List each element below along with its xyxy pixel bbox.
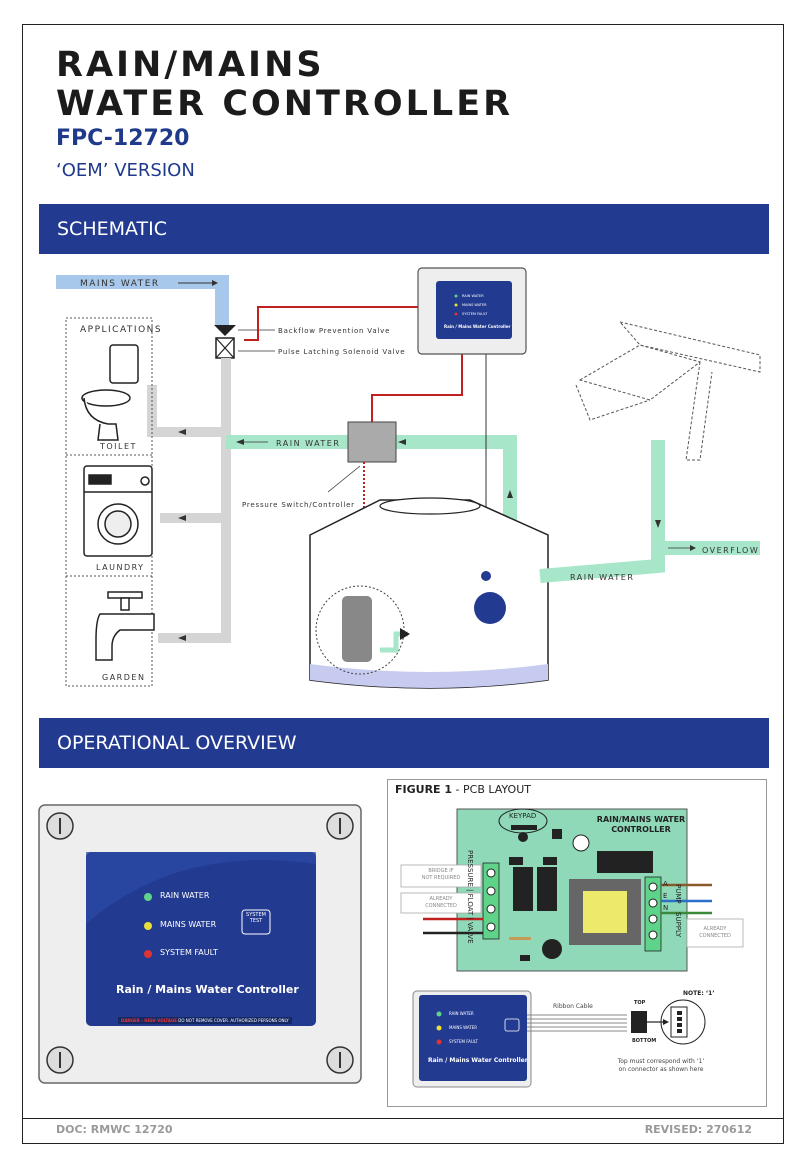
right-terminal-letters: A E N	[663, 878, 668, 914]
mains-pipe	[56, 275, 229, 325]
garden-tap-icon	[95, 591, 155, 661]
rain-water-pipe	[236, 435, 517, 545]
garden-label: GARDEN	[102, 673, 145, 682]
figure-label: FIGURE 1	[395, 783, 453, 796]
connector-caption: Top must correspond with ‘1’ on connecto…	[596, 1058, 726, 1074]
panel-name: Rain / Mains Water Controller	[116, 983, 299, 996]
figure-box	[387, 779, 767, 1107]
section-schematic-header: SCHEMATIC	[39, 204, 769, 254]
mini-mains-label: MAINS WATER	[462, 303, 487, 307]
top-label: TOP	[634, 1000, 646, 1006]
switch-wire	[371, 352, 463, 422]
float-label: FLOAT	[466, 893, 474, 916]
roof-gutter-icon	[575, 321, 761, 461]
controller-panel	[38, 804, 362, 1084]
mains-water-label: MAINS WATER	[80, 279, 160, 289]
figure-title: FIGURE 1 - PCB LAYOUT	[395, 783, 531, 796]
already-left-line-1: ALREADY	[429, 896, 453, 902]
float-switch-icon	[474, 592, 506, 624]
panel-warning-strip: DANGER - HIGH VOLTAGE DO NOT REMOVE COVE…	[118, 1017, 292, 1024]
backflow-label: Backflow Prevention Valve	[278, 327, 390, 335]
screw-icon	[46, 812, 354, 1074]
distribution-pipe	[158, 358, 231, 643]
revision-date: REVISED: 270612	[644, 1123, 752, 1136]
already-connected-left: ALREADY CONNECTED	[401, 896, 481, 910]
version-label: ‘OEM’ VERSION	[56, 160, 195, 181]
backflow-valve-icon	[214, 325, 236, 336]
already-left-line-2: CONNECTED	[425, 903, 457, 909]
already-right-line-2: CONNECTED	[699, 933, 731, 939]
small-panel-rain: RAIN WATER	[449, 1011, 474, 1016]
ribbon-cable	[527, 1014, 627, 1032]
rain-water-left-label: RAIN WATER	[276, 439, 340, 448]
pump-zoom-circle	[315, 585, 405, 675]
terminal-a: A	[663, 880, 668, 888]
overflow-pipe	[539, 440, 665, 583]
mini-rain-label: RAIN WATER	[462, 294, 484, 298]
bridge-line-2: NOT REQUIRED	[421, 875, 461, 881]
board-title: RAIN/MAINS WATER CONTROLLER	[586, 815, 696, 835]
page-title: RAIN/MAINS WATER CONTROLLER	[56, 46, 513, 124]
laundry-label: LAUNDRY	[96, 563, 145, 572]
terminal-block-left	[482, 862, 500, 940]
panel-fault-label: SYSTEM FAULT	[160, 948, 218, 957]
toilet-label: TOILET	[99, 442, 137, 451]
pcb-diagram	[400, 808, 744, 1088]
mini-fault-label: SYSTEM FAULT	[462, 312, 488, 316]
danger-label: DANGER - HIGH VOLTAGE	[121, 1018, 178, 1023]
check-valve-icon	[400, 628, 410, 640]
applications-label: APPLICATIONS	[80, 325, 162, 335]
rain-water-right-label: RAIN WATER	[570, 573, 634, 582]
pressure-label: PRESSURE	[466, 850, 474, 887]
pressure-switch-label: Pressure Switch/Controller	[242, 501, 355, 509]
valve-label: VALVE	[466, 922, 474, 944]
ribbon-cable-label: Ribbon Cable	[553, 1003, 593, 1010]
mini-panel-name: Rain / Mains Water Controller	[444, 324, 510, 329]
pump-label: PUMP	[674, 884, 682, 904]
terminal-e: E	[663, 892, 668, 900]
already-connected-right: ALREADY CONNECTED	[687, 926, 743, 940]
system-test-button[interactable]: SYSTEM TEST	[242, 912, 270, 924]
board-title-line-1: RAIN/MAINS WATER	[596, 815, 686, 824]
figure-subtitle: - PCB LAYOUT	[452, 783, 531, 796]
warning-label: DO NOT REMOVE COVER. AUTHORIZED PERSONS …	[178, 1018, 289, 1023]
toilet-icon	[81, 344, 139, 441]
terminal-block-right	[644, 876, 662, 952]
system-test-line-1: SYSTEM	[246, 912, 266, 918]
keypad-connector	[511, 825, 537, 830]
title-line-2: WATER CONTROLLER	[56, 84, 514, 124]
panel-mains-label: MAINS WATER	[160, 920, 217, 929]
small-panel-mains: MAINS WATER	[449, 1025, 478, 1030]
panel-rain-label: RAIN WATER	[160, 891, 210, 900]
pressure-switch-icon	[347, 421, 397, 463]
model-number: FPC-12720	[56, 126, 190, 151]
page-frame	[22, 24, 784, 1144]
left-terminal-labels: PRESSURE | FLOAT | VALVE	[466, 850, 474, 944]
caption-line-1: Top must correspond with ‘1’	[617, 1058, 705, 1065]
bottom-label: BOTTOM	[632, 1038, 657, 1044]
system-test-line-2: TEST	[249, 918, 263, 924]
supply-label: SUPPLY	[674, 912, 682, 938]
controller-box-icon	[417, 267, 527, 355]
footer-rule	[22, 1118, 784, 1144]
submersible-pump-icon	[342, 596, 372, 662]
keypad-label: KEYPAD	[509, 812, 537, 820]
board-title-line-2: CONTROLLER	[611, 825, 671, 834]
solenoid-label: Pulse Latching Solenoid Valve	[278, 348, 405, 356]
washing-machine-icon	[83, 465, 153, 557]
valve-wire	[244, 306, 420, 341]
small-panel-fault: SYSTEM FAULT	[449, 1039, 478, 1044]
section-overview-header: OPERATIONAL OVERVIEW	[39, 718, 769, 768]
bridge-line-1: BRIDGE IF	[428, 868, 454, 874]
already-right-line-1: ALREADY	[703, 926, 727, 932]
note-label: NOTE: ‘1’	[683, 990, 715, 997]
overflow-label: OVERFLOW	[702, 546, 759, 555]
small-panel-name: Rain / Mains Water Controller	[428, 1057, 528, 1064]
bridge-note: BRIDGE IF NOT REQUIRED	[401, 868, 481, 882]
title-line-1: RAIN/MAINS	[56, 45, 325, 85]
terminal-n: N	[663, 904, 669, 912]
caption-line-2: on connector as shown here	[618, 1066, 704, 1073]
doc-number: DOC: RMWC 12720	[56, 1123, 173, 1136]
